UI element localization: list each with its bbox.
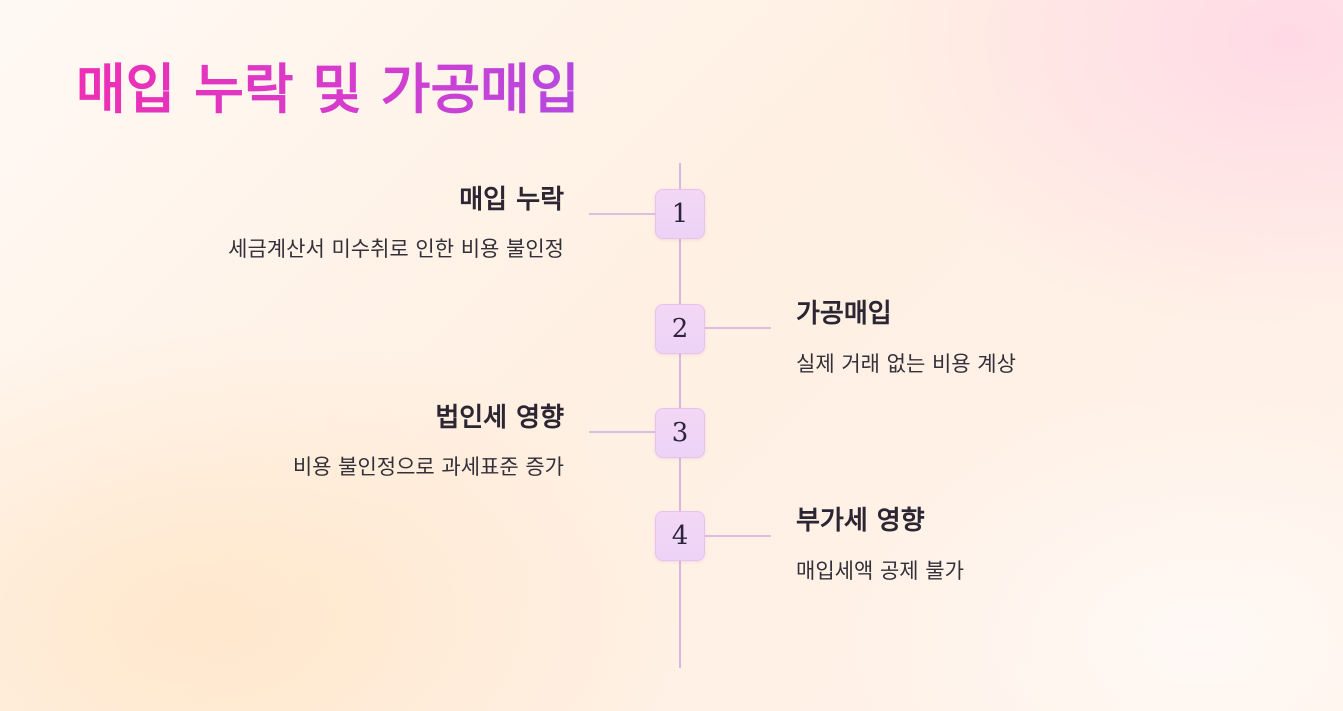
step-description-4: 매입세액 공제 불가 [796,559,964,583]
page-title: 매입 누락 및 가공매입 [76,54,580,126]
connector-line-4 [705,535,771,537]
connector-line-3 [589,431,655,433]
step-number-1: 1 [655,189,705,239]
step-number-4: 4 [655,511,705,561]
connector-line-1 [589,213,655,215]
step-title-3: 법인세 영향 [435,403,564,433]
step-number-3: 3 [655,408,705,458]
step-title-4: 부가세 영향 [796,506,925,536]
step-description-1: 세금계산서 미수취로 인한 비용 불인정 [228,237,564,261]
step-title-1: 매입 누락 [459,185,564,215]
step-title-2: 가공매입 [796,299,892,329]
step-number-2: 2 [655,304,705,354]
step-description-3: 비용 불인정으로 과세표준 증가 [292,455,564,479]
connector-line-2 [705,327,771,329]
step-description-2: 실제 거래 없는 비용 계상 [796,352,1016,376]
